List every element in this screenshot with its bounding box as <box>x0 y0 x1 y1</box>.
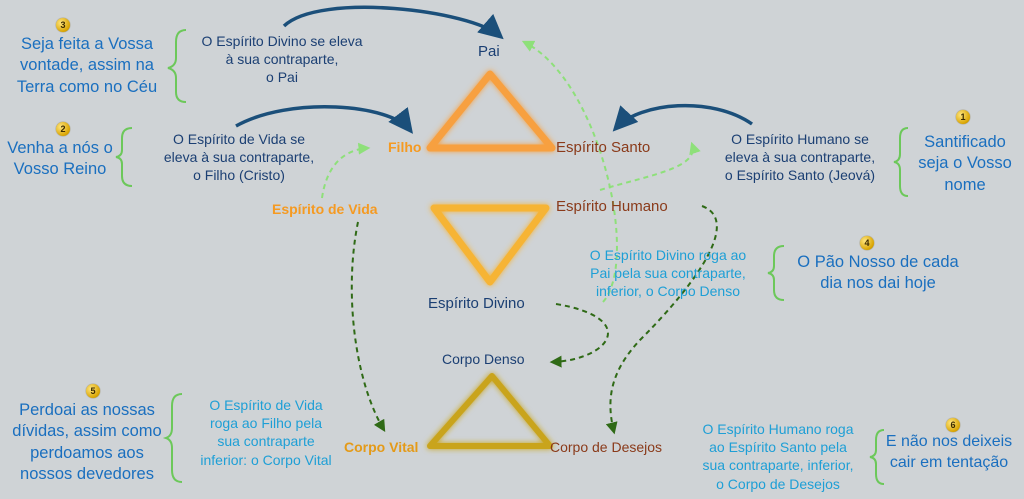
arrow-vida-rise <box>321 142 371 199</box>
brace-3 <box>167 29 187 103</box>
arrow-divino-to-pai <box>282 5 504 40</box>
arrow-humano-to-santo <box>612 103 754 132</box>
arrow-humano-rise <box>599 141 701 191</box>
petition-6: E não nos deixeis cair em tentação <box>885 433 1013 471</box>
arrow-humano-descend <box>605 205 718 435</box>
label-corpo-vital: Corpo Vital <box>344 439 419 455</box>
explanation-4: O Espírito Divino roga ao Pai pela sua c… <box>589 247 747 300</box>
petition-1: Santificado seja o Vosso nome <box>918 133 1012 194</box>
badge-3: 3 <box>56 18 70 32</box>
arrow-divino-rise <box>521 40 618 303</box>
badge-5: 5 <box>86 384 100 398</box>
petition-4: O Pão Nosso de cada dia nos dai hoje <box>797 253 959 293</box>
petition-2: Venha a nós o Vosso Reino <box>7 139 113 179</box>
badge-6: 6 <box>946 418 960 432</box>
explanation-5: O Espírito de Vida roga ao Filho pela su… <box>200 397 332 468</box>
triangle-lower <box>427 373 553 449</box>
label-filho: Filho <box>388 139 422 155</box>
label-espirito-divino: Espírito Divino <box>428 295 525 312</box>
brace-6 <box>869 429 885 485</box>
label-espirito-humano: Espírito Humano <box>556 198 668 215</box>
triangle-upper <box>426 70 556 152</box>
label-espirito-vida: Espírito de Vida <box>272 201 378 217</box>
petition-5: Perdoai as nossas dívidas, assim como pe… <box>12 401 162 484</box>
badge-4: 4 <box>860 236 874 250</box>
triangle-middle <box>430 204 550 286</box>
explanation-2: O Espírito de Vida se eleva à sua contra… <box>163 131 315 184</box>
brace-4 <box>767 245 785 301</box>
brace-5 <box>162 393 183 483</box>
arrow-vida-to-filho <box>235 105 413 134</box>
explanation-1: O Espírito Humano se eleva à sua contrap… <box>724 131 876 184</box>
arrow-vida-descend <box>350 221 386 433</box>
explanation-3: O Espírito Divino se eleva à sua contrap… <box>201 33 363 86</box>
brace-2 <box>115 127 133 187</box>
explanation-6: O Espírito Humano roga ao Espírito Santo… <box>702 421 854 492</box>
label-pai: Pai <box>478 43 500 60</box>
badge-2: 2 <box>56 122 70 136</box>
label-corpo-denso: Corpo Denso <box>442 351 525 367</box>
arrow-divino-descend <box>549 303 609 368</box>
brace-1 <box>893 127 909 197</box>
label-corpo-desejos: Corpo de Desejos <box>550 439 663 455</box>
label-espirito-santo: Espírito Santo <box>556 139 651 156</box>
petition-3: Seja feita a Vossa vontade, assim na Ter… <box>16 35 158 96</box>
badge-1: 1 <box>956 110 970 124</box>
